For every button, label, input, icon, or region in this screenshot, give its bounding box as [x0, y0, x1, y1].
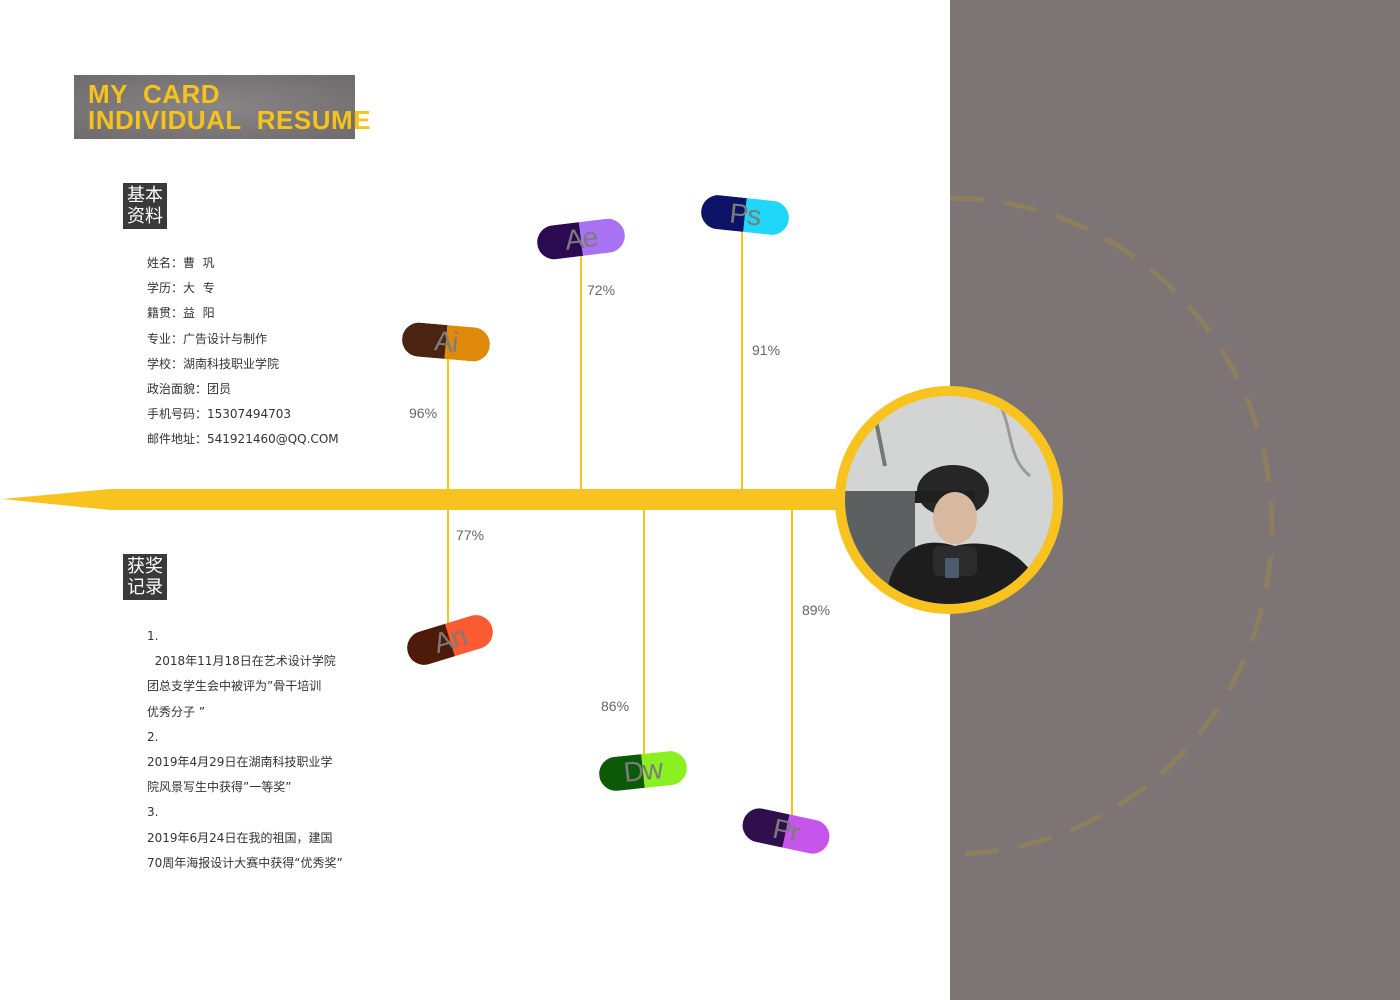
- awards-tag: 获奖 记录: [123, 554, 167, 600]
- info-label: 学校：: [147, 356, 184, 371]
- info-row-hometown: 籍贯：益 阳: [147, 304, 339, 329]
- awards-list: 1. 2018年11月18日在艺术设计学院 团总支学生会中被评为”骨干培训 优秀…: [147, 627, 343, 879]
- info-row-email: 邮件地址：541921460@QQ.COM: [147, 430, 339, 455]
- info-value: 广告设计与制作: [183, 331, 268, 346]
- info-row-education: 学历：大 专: [147, 279, 339, 304]
- dw-percent: 86%: [601, 698, 630, 714]
- info-label: 手机号码：: [147, 407, 208, 422]
- award-line: 2018年11月18日在艺术设计学院: [147, 654, 336, 669]
- info-label: 政治面貌：: [147, 381, 208, 396]
- awards-tag-line-2: 记录: [127, 577, 163, 598]
- ae-percent: 72%: [587, 282, 616, 298]
- title-line-1: MY CARD: [88, 79, 221, 109]
- info-value: 益 阳: [183, 306, 215, 321]
- info-value: 15307494703: [207, 407, 291, 422]
- award-line: 3.: [147, 805, 159, 820]
- pr-percent: 89%: [802, 602, 831, 618]
- awards-tag-line-1: 获奖: [127, 556, 163, 577]
- info-label: 籍贯：: [147, 306, 184, 321]
- award-line: 1.: [147, 629, 159, 643]
- award-line: 2019年6月24日在我的祖国，建国: [147, 830, 333, 845]
- person-photo-illustration: [845, 396, 1053, 604]
- basic-info-tag: 基本 资料: [123, 183, 167, 229]
- info-value: 541921460@QQ.COM: [207, 432, 339, 447]
- timeline-arrow-bar: [2, 489, 840, 510]
- info-row-name: 姓名：曹 巩: [147, 254, 339, 279]
- ps-percent: 91%: [752, 342, 781, 358]
- award-line: 团总支学生会中被评为”骨干培训: [147, 679, 322, 694]
- info-row-political-status: 政治面貌：团员: [147, 380, 339, 405]
- title-line-2: INDIVIDUAL RESUME: [88, 105, 371, 135]
- info-row-phone: 手机号码：15307494703: [147, 405, 339, 430]
- basic-info-tag-line-1: 基本: [127, 185, 163, 206]
- ai-percent: 96%: [409, 405, 438, 421]
- info-label: 学历：: [147, 281, 184, 296]
- info-value: 湖南科技职业学院: [183, 356, 280, 371]
- award-line: 70周年海报设计大赛中获得“优秀奖”: [147, 855, 343, 870]
- award-line: 2.: [147, 729, 159, 744]
- award-line: 优秀分子 ”: [147, 704, 206, 719]
- info-row-school: 学校：湖南科技职业学院: [147, 355, 339, 380]
- award-line: 院风景写生中获得”一等奖”: [147, 780, 292, 795]
- info-value: 曹 巩: [183, 256, 215, 270]
- info-label: 邮件地址：: [147, 432, 208, 447]
- avatar-frame: [835, 386, 1063, 614]
- an-percent: 77%: [456, 527, 485, 543]
- info-label: 专业：: [147, 331, 184, 346]
- basic-info-tag-line-2: 资料: [127, 206, 163, 227]
- info-label: 姓名：: [147, 256, 184, 270]
- info-row-major: 专业：广告设计与制作: [147, 330, 339, 355]
- avatar: [845, 396, 1053, 604]
- info-value: 大 专: [183, 281, 215, 296]
- award-line: 2019年4月29日在湖南科技职业学: [147, 754, 333, 769]
- title-card: MY CARD INDIVIDUAL RESUME: [74, 75, 371, 139]
- basic-info-list: 姓名：曹 巩 学历：大 专 籍贯：益 阳 专业：广告设计与制作 学校：湖南科技职…: [147, 254, 339, 456]
- info-value: 团员: [207, 381, 232, 396]
